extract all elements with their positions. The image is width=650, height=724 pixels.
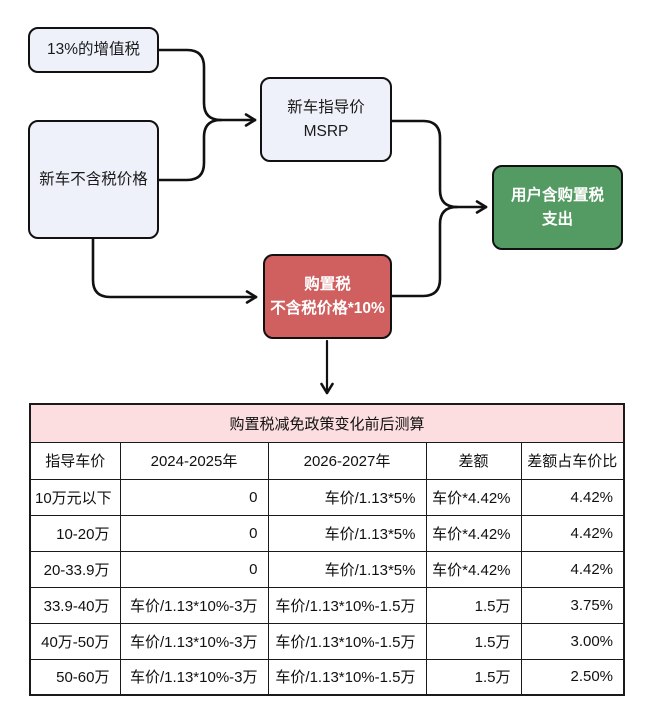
- table-cell: 车价/1.13*5%: [267, 550, 427, 588]
- table-cell: 3.00%: [520, 622, 625, 660]
- table-cell: 1.5万: [425, 586, 522, 624]
- connector-tax-to-user: [390, 205, 459, 298]
- node-pretax-price: 新车不含税价格: [28, 120, 159, 239]
- node-msrp-line2: MSRP: [303, 122, 349, 140]
- node-vat-label: 13%的增值税: [46, 41, 141, 59]
- table-cell: 0: [119, 514, 269, 552]
- table-title: 购置税减免政策变化前后测算: [29, 403, 625, 443]
- node-vat: 13%的增值税: [28, 27, 159, 73]
- table-cell: 33.9-40万: [29, 586, 121, 624]
- table-cell: 车价/1.13*10%-3万: [119, 658, 269, 696]
- table-cell: 车价/1.13*10%-1.5万: [267, 586, 427, 624]
- arrow-msrp-to-user: [390, 119, 488, 214]
- table-cell: 4.42%: [520, 514, 625, 552]
- table-cell: 车价/1.13*10%-3万: [119, 622, 269, 660]
- arrow-price-to-tax: [91, 237, 258, 304]
- table-cell: 车价/1.13*5%: [267, 514, 427, 552]
- connector-price-to-msrp: [157, 118, 223, 182]
- table-cell: 4.42%: [520, 478, 625, 516]
- node-user-cost: 用户含购置税 支出: [492, 165, 623, 250]
- table-cell: 车价/1.13*10%-1.5万: [267, 658, 427, 696]
- table-cell: 车价/1.13*5%: [267, 478, 427, 516]
- table-cell: 4.42%: [520, 550, 625, 588]
- table-header-cell: 2024-2025年: [119, 441, 269, 480]
- table-cell: 1.5万: [425, 622, 522, 660]
- table-cell: 1.5万: [425, 658, 522, 696]
- node-user-cost-line2: 支出: [541, 210, 573, 228]
- table-cell: 车价*4.42%: [425, 478, 522, 516]
- node-msrp-line1: 新车指导价: [287, 99, 365, 117]
- table-cell: 车价/1.13*10%-3万: [119, 586, 269, 624]
- node-pretax-price-label: 新车不含税价格: [39, 170, 148, 188]
- node-purchase-tax-line1: 购置税: [304, 276, 351, 294]
- table-cell: 10万元以下: [29, 478, 121, 516]
- table-cell: 0: [119, 478, 269, 516]
- node-user-cost-line1: 用户含购置税: [510, 187, 604, 205]
- table-cell: 40万-50万: [29, 622, 121, 660]
- arrow-vat-to-msrp: [157, 48, 257, 127]
- table-cell: 车价*4.42%: [425, 550, 522, 588]
- table-cell: 50-60万: [29, 658, 121, 696]
- table-header-cell: 指导车价: [29, 441, 121, 480]
- node-purchase-tax-line2: 不含税价格*10%: [270, 299, 385, 317]
- table-title-row: 购置税减免政策变化前后测算: [29, 403, 625, 443]
- table-header-cell: 差额占车价比: [520, 441, 625, 480]
- table-cell: 20-33.9万: [29, 550, 121, 588]
- table-cell: 2.50%: [520, 658, 625, 696]
- table-header-cell: 差额: [425, 441, 522, 480]
- table-cell: 3.75%: [520, 586, 625, 624]
- table-header-cell: 2026-2027年: [267, 441, 427, 480]
- node-purchase-tax: 购置税 不含税价格*10%: [263, 254, 392, 339]
- table-cell: 车价*4.42%: [425, 514, 522, 552]
- table-cell: 车价/1.13*10%-1.5万: [267, 622, 427, 660]
- table-cell: 0: [119, 550, 269, 588]
- node-msrp: 新车指导价 MSRP: [260, 77, 392, 162]
- table-cell: 10-20万: [29, 514, 121, 552]
